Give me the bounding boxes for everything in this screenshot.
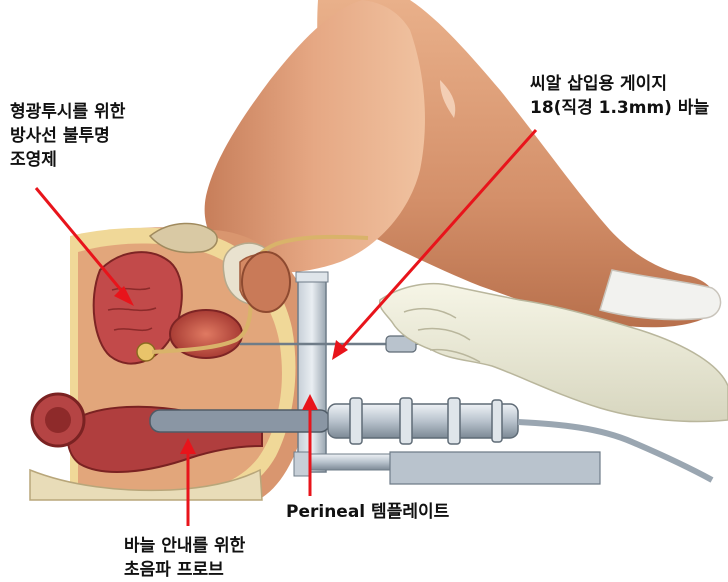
label-contrast-line3: 조영제 — [10, 148, 125, 172]
label-ultrasound-probe: 바늘 안내를 위한 초음파 프로브 — [124, 534, 245, 582]
label-template-text: Perineal 템플레이트 — [286, 500, 449, 524]
label-needle: 씨알 삽입용 게이지 18(직경 1.3mm) 바늘 — [530, 72, 709, 120]
label-probe-line1: 바늘 안내를 위한 — [124, 534, 245, 558]
label-contrast-line1: 형광투시를 위한 — [10, 100, 125, 124]
colon-loop-inner — [45, 407, 71, 433]
label-needle-line2: 18(직경 1.3mm) 바늘 — [530, 96, 709, 120]
label-contrast-agent: 형광투시를 위한 방사선 불투명 조영제 — [10, 100, 125, 172]
label-perineal-template: Perineal 템플레이트 — [286, 500, 449, 524]
stepper-base — [390, 452, 600, 484]
label-probe-line2: 초음파 프로브 — [124, 558, 245, 582]
template-plate — [298, 276, 326, 472]
label-needle-line1: 씨알 삽입용 게이지 — [530, 72, 709, 96]
ultrasound-probe-shaft — [150, 410, 330, 432]
label-contrast-line2: 방사선 불투명 — [10, 124, 125, 148]
testis — [242, 252, 290, 312]
template-bar — [296, 272, 328, 282]
stepper-foot — [294, 452, 310, 476]
